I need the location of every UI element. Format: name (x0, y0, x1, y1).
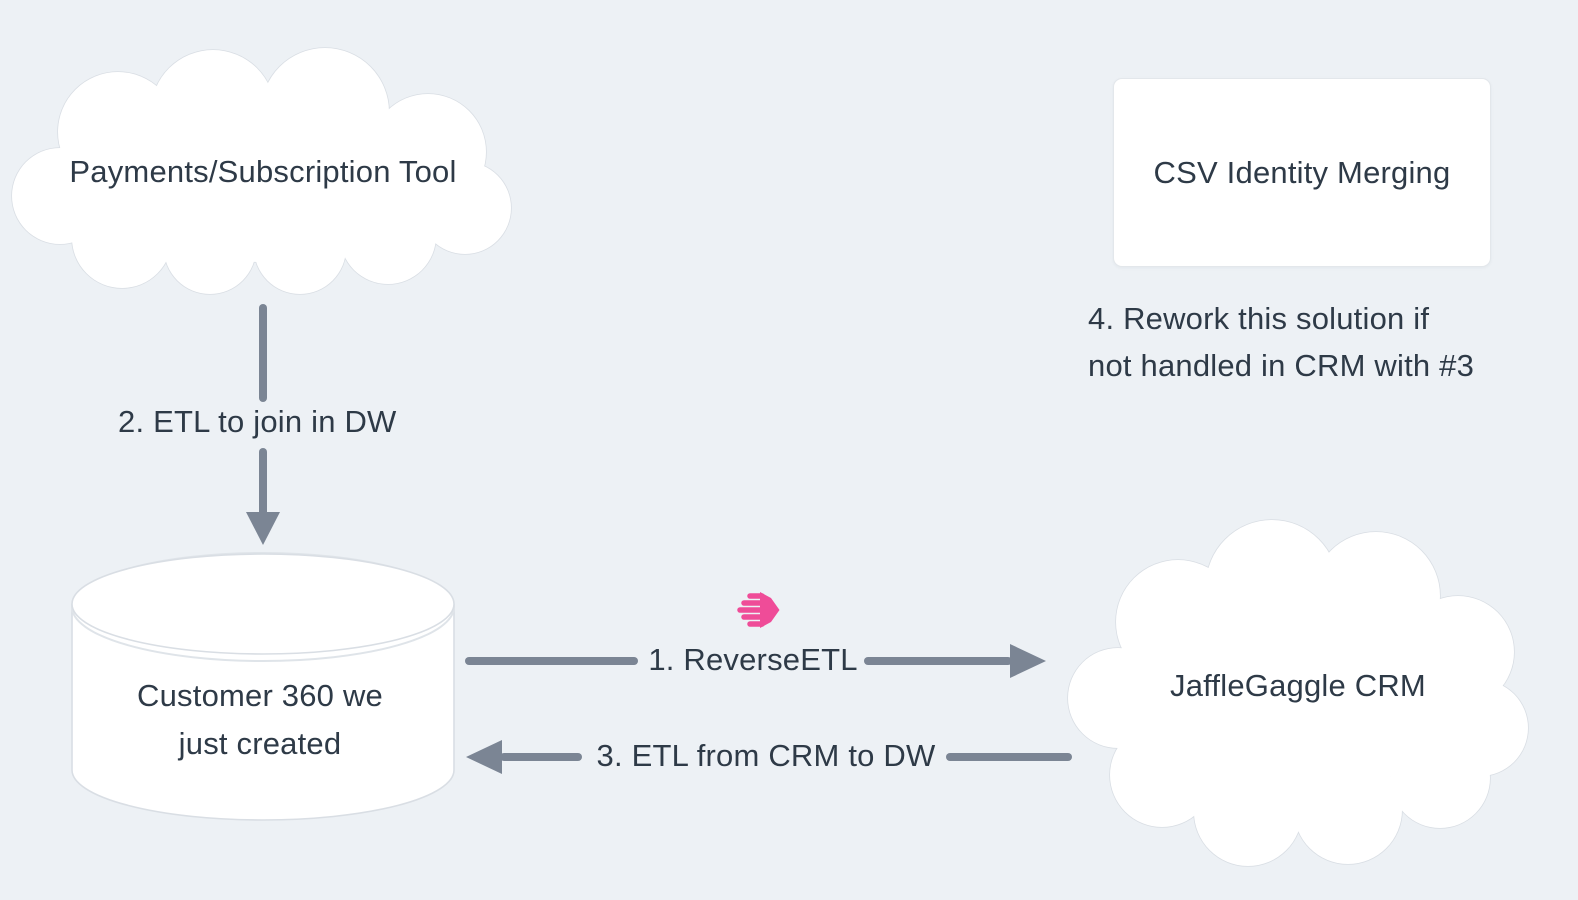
edge-label-etl-from-crm: 3. ETL from CRM to DW (596, 738, 936, 773)
edge-label-reverse-etl: 1. ReverseETL (648, 642, 858, 677)
rework-note: 4. Rework this solution if not handled i… (1088, 295, 1474, 389)
arrow-etl-to-dw (246, 304, 280, 545)
jafflegaggle-cloud-shape (1067, 519, 1529, 867)
arrow-etl-from-crm (466, 740, 1072, 774)
customer360-label-line2: just created (178, 726, 342, 761)
csv-identity-merging-box: CSV Identity Merging (1113, 78, 1491, 267)
hightouch-logo-icon (737, 592, 780, 628)
rework-note-line2: not handled in CRM with #3 (1088, 348, 1475, 383)
customer360-cylinder-shape (71, 552, 455, 821)
customer360-label: Customer 360 we just created (137, 672, 383, 768)
payments-cloud-shape (11, 47, 512, 295)
jafflegaggle-cloud-label: JaffleGaggle CRM (1170, 668, 1426, 703)
payments-cloud-label: Payments/Subscription Tool (69, 154, 457, 189)
edge-label-etl-to-dw: 2. ETL to join in DW (118, 404, 397, 439)
arrow-reverse-etl (465, 644, 1046, 678)
customer360-label-line1: Customer 360 we (137, 678, 383, 713)
rework-note-line1: 4. Rework this solution if (1088, 301, 1430, 336)
csv-box-label: CSV Identity Merging (1153, 154, 1451, 190)
